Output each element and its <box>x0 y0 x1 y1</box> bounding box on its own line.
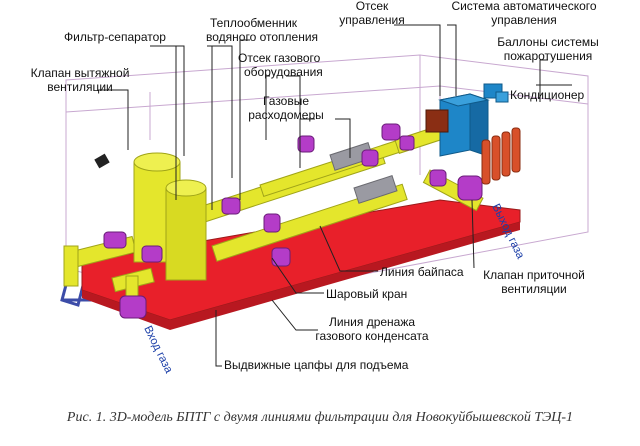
figure-caption: Рис. 1. 3D-модель БПТГ с двумя линиями ф… <box>66 410 574 425</box>
conditioner-unit-2 <box>495 91 509 103</box>
label-gas-inlet: Вход газа <box>141 324 174 376</box>
label-filter-separator: Фильтр-сепаратор <box>64 30 166 44</box>
label-supply-valve-1: Клапан приточной <box>483 268 585 282</box>
label-heat-exchanger-1: Теплообменник <box>210 16 298 30</box>
leader-lines <box>98 24 572 367</box>
label-exhaust-valve-2: вентиляции <box>47 80 113 94</box>
label-gas-equipment-2: оборудования <box>244 65 323 79</box>
label-auto-control-1: Система автоматического <box>451 0 596 13</box>
label-control-room-2: управления <box>339 13 404 27</box>
exhaust-vent <box>94 153 110 169</box>
label-drain-2: газового конденсата <box>315 329 428 343</box>
label-fire-cylinders-2: пожаротушения <box>504 49 593 63</box>
label-ball-valve: Шаровый кран <box>326 287 407 301</box>
label-lift-pins: Выдвижные цапфы для подъема <box>224 358 409 372</box>
label-flowmeters-1: Газовые <box>263 94 309 108</box>
label-fire-cylinders-1: Баллоны системы <box>497 35 599 49</box>
label-conditioner: Кондиционер <box>510 88 585 102</box>
valves-and-flanges <box>103 123 483 319</box>
bptg-3d-model-diagram: Фильтр-сепаратор Теплообменник водяного … <box>31 0 599 376</box>
label-auto-control-2: управления <box>491 13 556 27</box>
heat-exchanger-box <box>425 109 449 133</box>
label-exhaust-valve-1: Клапан вытяжной <box>31 66 130 80</box>
fire-cylinders <box>481 127 521 185</box>
label-supply-valve-2: вентиляции <box>501 282 567 296</box>
filter-separator <box>133 152 207 281</box>
label-gas-equipment-1: Отсек газового <box>238 51 321 65</box>
label-drain-1: Линия дренажа <box>329 315 415 329</box>
label-control-room-1: Отсек <box>356 0 389 13</box>
label-bypass-line: Линия байпаса <box>380 265 464 279</box>
label-heat-exchanger-2: водяного отопления <box>206 30 318 44</box>
label-flowmeters-2: расходомеры <box>248 108 324 122</box>
